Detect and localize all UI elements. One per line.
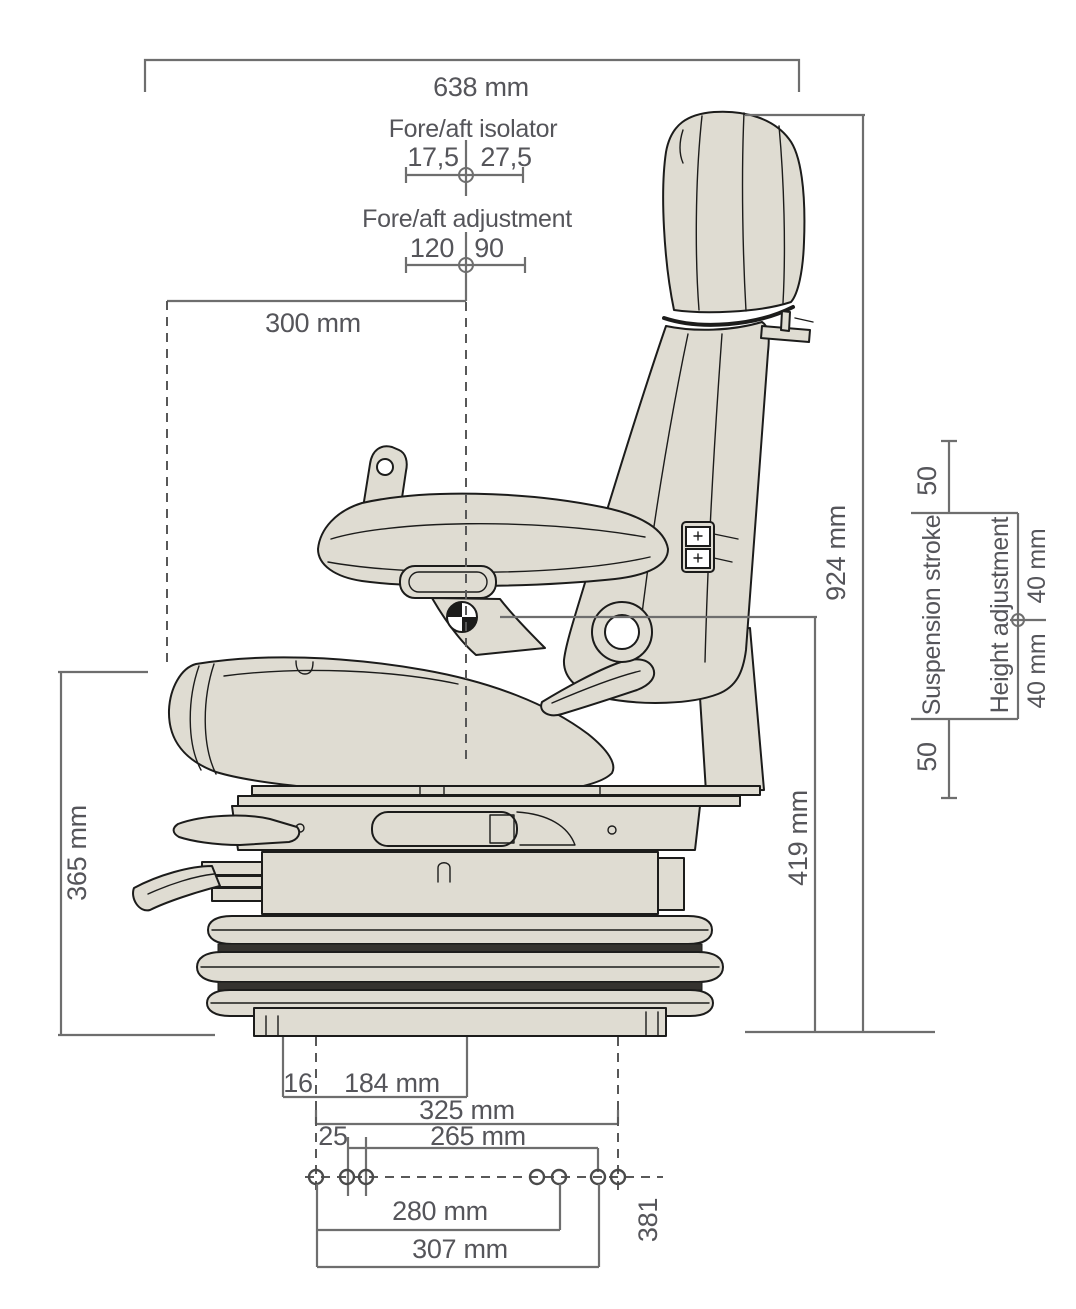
base-foot-lines [265, 1011, 659, 1037]
sip-marker [446, 601, 478, 633]
headrest-seam [778, 125, 786, 304]
base-plate [253, 1007, 667, 1037]
backrest-latch-pin [780, 310, 791, 332]
headrest-seam [741, 112, 747, 312]
bellows-gap [217, 981, 703, 991]
label-fore-aft-adjustment: Fore/aft adjustment [362, 205, 572, 233]
label-overall-height: 924 mm [821, 505, 851, 601]
label-mount-width-265: 265 mm [430, 1121, 526, 1151]
swivel-pocket [371, 811, 518, 847]
label-rail-front-offset: 16 [283, 1068, 312, 1098]
label-height-adjustment: Height adjustment [986, 516, 1014, 713]
headrest-seam [695, 115, 703, 311]
label-sip-height: 419 mm [783, 790, 813, 886]
dim-419-line [500, 615, 817, 1032]
rail-ticks [419, 786, 601, 796]
label-mount-width-325: 325 mm [419, 1095, 515, 1125]
backrest-top-seam [662, 305, 795, 327]
label-stroke-upper: 50 [912, 466, 942, 495]
dim-638-bracket [143, 58, 801, 92]
mount-hole [528, 1168, 546, 1186]
cushion-nose-seam [189, 665, 202, 771]
backrest-latch [760, 325, 811, 343]
tab-hole [376, 458, 394, 476]
dim-suspension-stroke-lines [911, 439, 1018, 800]
seat-illustration [132, 110, 814, 1037]
label-adjustment-front: 90 [474, 233, 503, 263]
dim-924-bracket [745, 113, 935, 1034]
mount-hole [550, 1168, 568, 1186]
suspension-box [261, 851, 659, 915]
slide-rail-lower [237, 795, 741, 807]
mount-hole [338, 1168, 356, 1186]
label-suspension-stroke: Suspension stroke [918, 515, 946, 716]
dim-isolator-line [404, 140, 525, 196]
label-mount-offset-25: 25 [318, 1121, 347, 1151]
backrest-seam [637, 333, 689, 649]
label-stroke-lower: 50 [912, 742, 942, 771]
dim-365-bracket [58, 670, 215, 1037]
mount-hole [307, 1168, 325, 1186]
swivel-handle [489, 814, 515, 844]
dim-265-line [346, 1137, 600, 1196]
label-upper-width: 300 mm [265, 308, 361, 338]
bellows-gap [217, 943, 703, 953]
armrest-support [431, 597, 546, 656]
dim-isolator-origin-icon [458, 167, 474, 183]
dim-16-184-lines [281, 1037, 469, 1099]
swivel-bolt [607, 825, 617, 835]
cushion-top-seam [223, 669, 459, 685]
mount-hole [357, 1168, 375, 1186]
label-adjustment-rear: 120 [410, 233, 454, 263]
connector-plus-icon [693, 531, 703, 563]
cushion-nose-seam [204, 663, 217, 775]
backrest-latch-tick [794, 317, 814, 323]
slide-lever [172, 814, 301, 846]
armrest [317, 492, 669, 588]
label-height-adj-upper: 40 mm [1023, 529, 1051, 604]
connector-pin [713, 533, 739, 563]
label-mount-width-307: 307 mm [412, 1234, 508, 1264]
dim-280-line [315, 1184, 562, 1267]
armrest-adjust-slot [399, 565, 497, 599]
label-height-adj-lower: 40 mm [1023, 634, 1051, 709]
label-isolator-rear: 17,5 [407, 142, 458, 172]
recline-pivot-hub [604, 614, 640, 650]
label-mount-width-280: 280 mm [392, 1196, 488, 1226]
dim-height-adjustment-origin-icon [1011, 613, 1025, 627]
armrest-adjust-slot-inner [408, 571, 488, 593]
recline-handle [540, 658, 656, 717]
height-lever [132, 865, 221, 912]
label-fore-aft-isolator: Fore/aft isolator [389, 115, 558, 143]
label-overall-width: 638 mm [433, 72, 529, 102]
mount-hole [609, 1168, 627, 1186]
headrest-notch [679, 129, 684, 164]
suspension-box-side [657, 857, 685, 911]
mount-hole [589, 1168, 607, 1186]
dimension-annotations: 638 mm Fore/aft isolator 17,5 27,5 Fore/… [58, 58, 1051, 1269]
swivel-leaf [516, 811, 576, 846]
label-rail-length: 184 mm [344, 1068, 440, 1098]
height-lever-seam [147, 873, 215, 895]
label-mount-depth-381: 381 [633, 1198, 663, 1242]
seat-cushion [167, 656, 615, 797]
dim-adjustment-line [404, 232, 527, 301]
recline-handle-seam [551, 670, 641, 704]
dim-adjustment-origin-icon [458, 257, 474, 273]
lever-mount-ridge [211, 887, 263, 902]
dim-height-adjustment-line [1010, 513, 1046, 719]
cushion-notch [295, 660, 314, 675]
label-cushion-height: 365 mm [62, 805, 92, 901]
armrest-seam [330, 522, 646, 540]
slide-rail-upper [251, 785, 761, 796]
suspension-box-mark [437, 862, 451, 883]
dim-307-line [317, 1184, 601, 1269]
